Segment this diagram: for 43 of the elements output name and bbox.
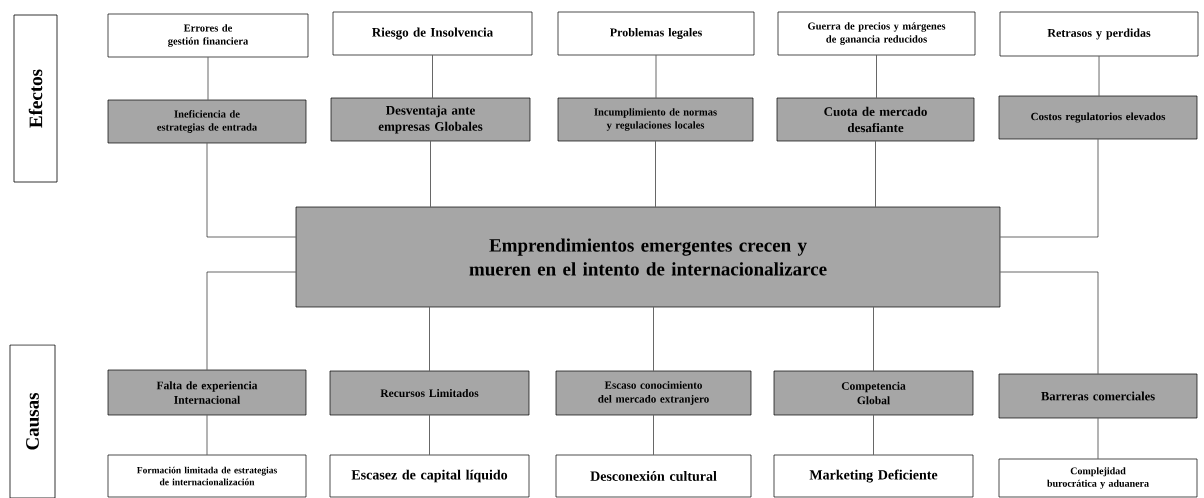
cause-box: Marketing Deficiente <box>773 454 974 498</box>
cause-box: Escaso conocimiento del mercado extranjero <box>555 370 752 416</box>
connector-line <box>206 271 296 370</box>
connector-line <box>207 57 209 100</box>
effect-box: Riesgo de Insolvencia <box>332 11 533 56</box>
effect-box: Desventaja ante empresas Globales <box>330 97 531 142</box>
cause-box: Competencia Global <box>773 370 974 416</box>
connector-line <box>876 55 877 98</box>
connector-line <box>1000 139 1099 238</box>
effect-box: Retrasos y perdidas <box>999 11 1199 57</box>
cause-box: Falta de experiencia Internacional <box>107 369 307 416</box>
connector-line <box>206 143 296 238</box>
connector-line <box>1000 271 1099 374</box>
cause-box: Recursos Limitados <box>329 370 530 416</box>
effect-box: Incumplimiento de normas y regulaciones locales <box>557 97 754 142</box>
connector-line <box>1097 418 1099 459</box>
cause-box: Desconexión cultural <box>555 454 752 498</box>
effect-box: Problemas legales <box>557 11 755 56</box>
cause-box: Complejidad burocrática y aduanera <box>998 458 1198 498</box>
effect-box: Guerra de precios y márgenes de ganancia reducidos <box>777 11 976 56</box>
connector-line <box>429 307 430 371</box>
connector-line <box>873 415 874 455</box>
connector-line <box>430 141 431 207</box>
cause-box: Barreras comerciales <box>998 373 1198 419</box>
connector-line <box>653 415 654 455</box>
problem-box: Emprendimientos emergentes crecen y mueren en el intento de internacionalizarce <box>295 206 1001 308</box>
effect-box: Cuota de mercado desafiante <box>776 97 975 142</box>
connector-line <box>429 415 430 455</box>
connector-line <box>432 55 433 98</box>
cause-box: Escasez de capital líquido <box>329 454 530 498</box>
section-label-box: Causas <box>9 344 56 498</box>
connector-line <box>653 307 654 371</box>
connector-line <box>1098 56 1100 96</box>
effect-box: Costos regulatorios elevados <box>998 95 1198 140</box>
connector-line <box>875 141 876 207</box>
section-label-box: Efectos <box>13 14 58 183</box>
connector-line <box>655 141 656 207</box>
connector-line <box>873 307 874 371</box>
connector-line <box>655 55 657 98</box>
effect-box: Errores de gestión financiera <box>107 13 309 58</box>
connector-line <box>206 415 208 455</box>
cause-box: Formación limitada de estrategias de internacionalización <box>107 454 307 498</box>
effect-box: Ineficiencia de estrategias de entrada <box>107 99 307 144</box>
